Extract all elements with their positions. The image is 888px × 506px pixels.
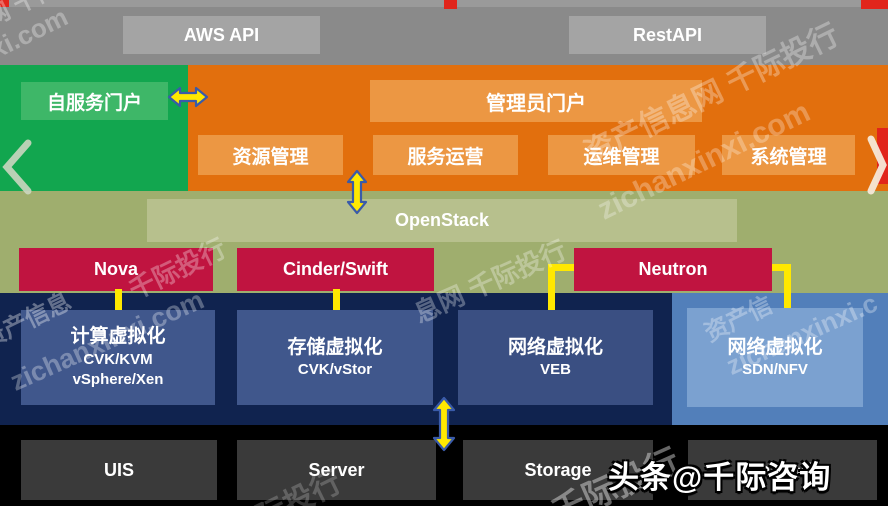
connector-neutron-sdn-v (784, 264, 791, 310)
node-rest-api-label: RestAPI (632, 24, 703, 45)
connector-nova-compute (115, 289, 122, 312)
node-server: Server (237, 440, 436, 500)
node-resource-management: 资源管理 (198, 135, 343, 175)
node-storage-virtualization: 存储虚拟化 CVK/vStor (237, 310, 433, 405)
top-left-red-mark (0, 0, 9, 7)
node-service-operation-label: 服务运营 (407, 146, 484, 168)
node-om-management-label: 运维管理 (583, 146, 660, 168)
storage-virtualization-line1: CVK/vStor (297, 361, 373, 379)
node-nova: Nova (19, 248, 213, 291)
node-network-virtualization-veb: 网络虚拟化 VEB (458, 310, 653, 405)
connector-neutron-veb-h (548, 264, 574, 271)
node-compute-virtualization: 计算虚拟化 CVK/KVM vSphere/Xen (21, 310, 215, 405)
toutiao-badge: 头条@千际咨询 (608, 460, 832, 495)
veb-virtualization-title: 网络虚拟化 (507, 336, 603, 358)
node-neutron: Neutron (574, 248, 772, 291)
top-center-red-mark (444, 0, 457, 9)
node-rest-api: RestAPI (569, 16, 766, 54)
connector-neutron-veb-v (548, 264, 555, 312)
top-right-red-mark (861, 0, 888, 9)
node-storage-label: Storage (524, 459, 592, 480)
sdn-virtualization-title: 网络虚拟化 (727, 336, 823, 358)
node-system-management-label: 系统管理 (750, 146, 827, 168)
node-nova-label: Nova (93, 259, 138, 279)
connector-cinder-storage (333, 289, 340, 312)
node-admin-portal: 管理员门户 (370, 80, 702, 122)
sdn-virtualization-line1: SDN/NFV (742, 361, 808, 379)
node-uis: UIS (21, 440, 217, 500)
node-cinder-swift-label: Cinder/Swift (282, 259, 388, 279)
node-system-management: 系统管理 (722, 135, 855, 175)
chevron-right-icon (867, 135, 887, 195)
node-network-label: Network (746, 459, 818, 480)
compute-virtualization-title: 计算虚拟化 (70, 326, 166, 348)
compute-virtualization-line1: CVK/KVM (83, 351, 153, 369)
node-self-service-portal: 自服务门户 (21, 82, 168, 120)
node-server-label: Server (308, 459, 365, 480)
node-network: Network (688, 440, 877, 500)
node-uis-label: UIS (103, 459, 134, 480)
node-network-virtualization-sdn: 网络虚拟化 SDN/NFV (687, 308, 863, 407)
double-arrow-hardware-icon (432, 396, 456, 452)
node-self-service-portal-label: 自服务门户 (46, 92, 142, 114)
node-om-management: 运维管理 (548, 135, 695, 175)
node-openstack-label: OpenStack (394, 210, 490, 230)
node-aws-api: AWS API (123, 16, 320, 54)
node-admin-portal-label: 管理员门户 (486, 92, 586, 115)
double-arrow-portals-icon (167, 86, 209, 108)
connector-neutron-sdn-h (772, 264, 791, 271)
node-cinder-swift: Cinder/Swift (237, 248, 434, 291)
node-resource-management-label: 资源管理 (232, 146, 309, 168)
chevron-left-icon (2, 139, 32, 195)
double-arrow-openstack-icon (346, 169, 368, 215)
node-aws-api-label: AWS API (183, 24, 260, 45)
compute-virtualization-line2: vSphere/Xen (72, 371, 164, 389)
node-service-operation: 服务运营 (373, 135, 518, 175)
node-neutron-label: Neutron (638, 259, 708, 279)
storage-virtualization-title: 存储虚拟化 (287, 336, 383, 358)
veb-virtualization-line1: VEB (540, 361, 571, 379)
node-storage: Storage (463, 440, 653, 500)
node-openstack: OpenStack (147, 199, 737, 242)
